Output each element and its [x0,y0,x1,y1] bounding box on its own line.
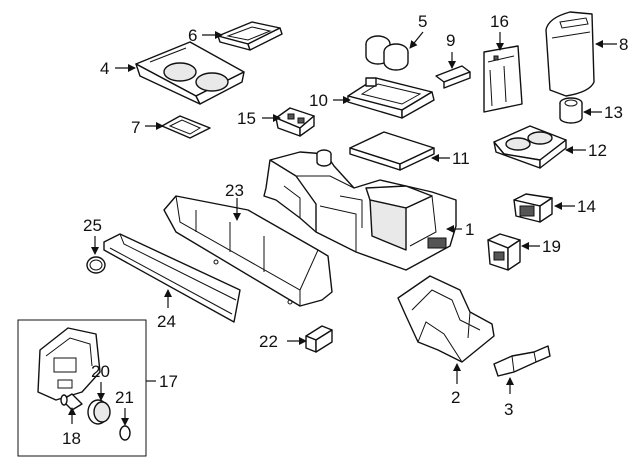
part-2-bracket [397,275,495,363]
part-6-tray [217,21,283,51]
callout-13: 13 [604,103,623,122]
part-14-switch [513,193,553,223]
callout-21: 21 [115,388,134,407]
part-7-small-tray [161,115,211,139]
part-12-cupholder [493,125,567,169]
callout-22: 22 [259,332,278,351]
callout-2: 2 [451,388,460,407]
callout-14: 14 [577,197,596,216]
part-13-knob [559,97,583,124]
part-22-plug [305,325,333,353]
part-18-lighter [60,393,83,411]
callout-7: 7 [131,118,140,137]
callout-16: 16 [490,12,509,31]
callout-9: 9 [446,31,455,50]
part-24-trim-strip [103,233,241,323]
callout-3: 3 [504,400,513,419]
callout-19: 19 [542,237,561,256]
part-20-knob [87,399,111,425]
callout-5: 5 [418,12,427,31]
part-17-group-box [17,319,147,457]
part-21-washer [119,425,131,441]
leader-arrows [68,31,617,426]
part-3-small-bracket [493,345,551,377]
callout-11: 11 [452,149,470,168]
part-16-panel [483,45,523,113]
part-5-cup-rings [365,35,409,71]
callout-20: 20 [91,362,110,381]
callout-labels: 6 4 7 5 9 10 16 8 13 15 12 11 1 14 19 23… [62,12,628,448]
callout-10: 10 [309,91,328,110]
part-19-outlet [487,233,521,271]
part-11-mat [349,131,435,171]
callout-8: 8 [619,35,628,54]
part-23-side-trim [163,195,333,307]
callout-24: 24 [157,312,176,331]
callout-1: 1 [465,220,474,239]
part-25-grommet [86,256,106,274]
callout-4: 4 [100,59,109,78]
callout-15: 15 [237,109,256,128]
callout-17: 17 [159,372,178,391]
callout-25: 25 [83,216,102,235]
callout-12: 12 [588,141,607,160]
part-10-bin-tray [347,77,435,119]
part-9-clip [435,65,471,89]
part-15-bracket [275,107,315,137]
callout-18: 18 [62,429,81,448]
part-8-storage-box [545,11,595,97]
part-1-console-body [263,149,457,271]
callout-6: 6 [188,26,197,45]
callout-23: 23 [225,181,244,200]
part-4-cupholder-insert [135,41,245,105]
